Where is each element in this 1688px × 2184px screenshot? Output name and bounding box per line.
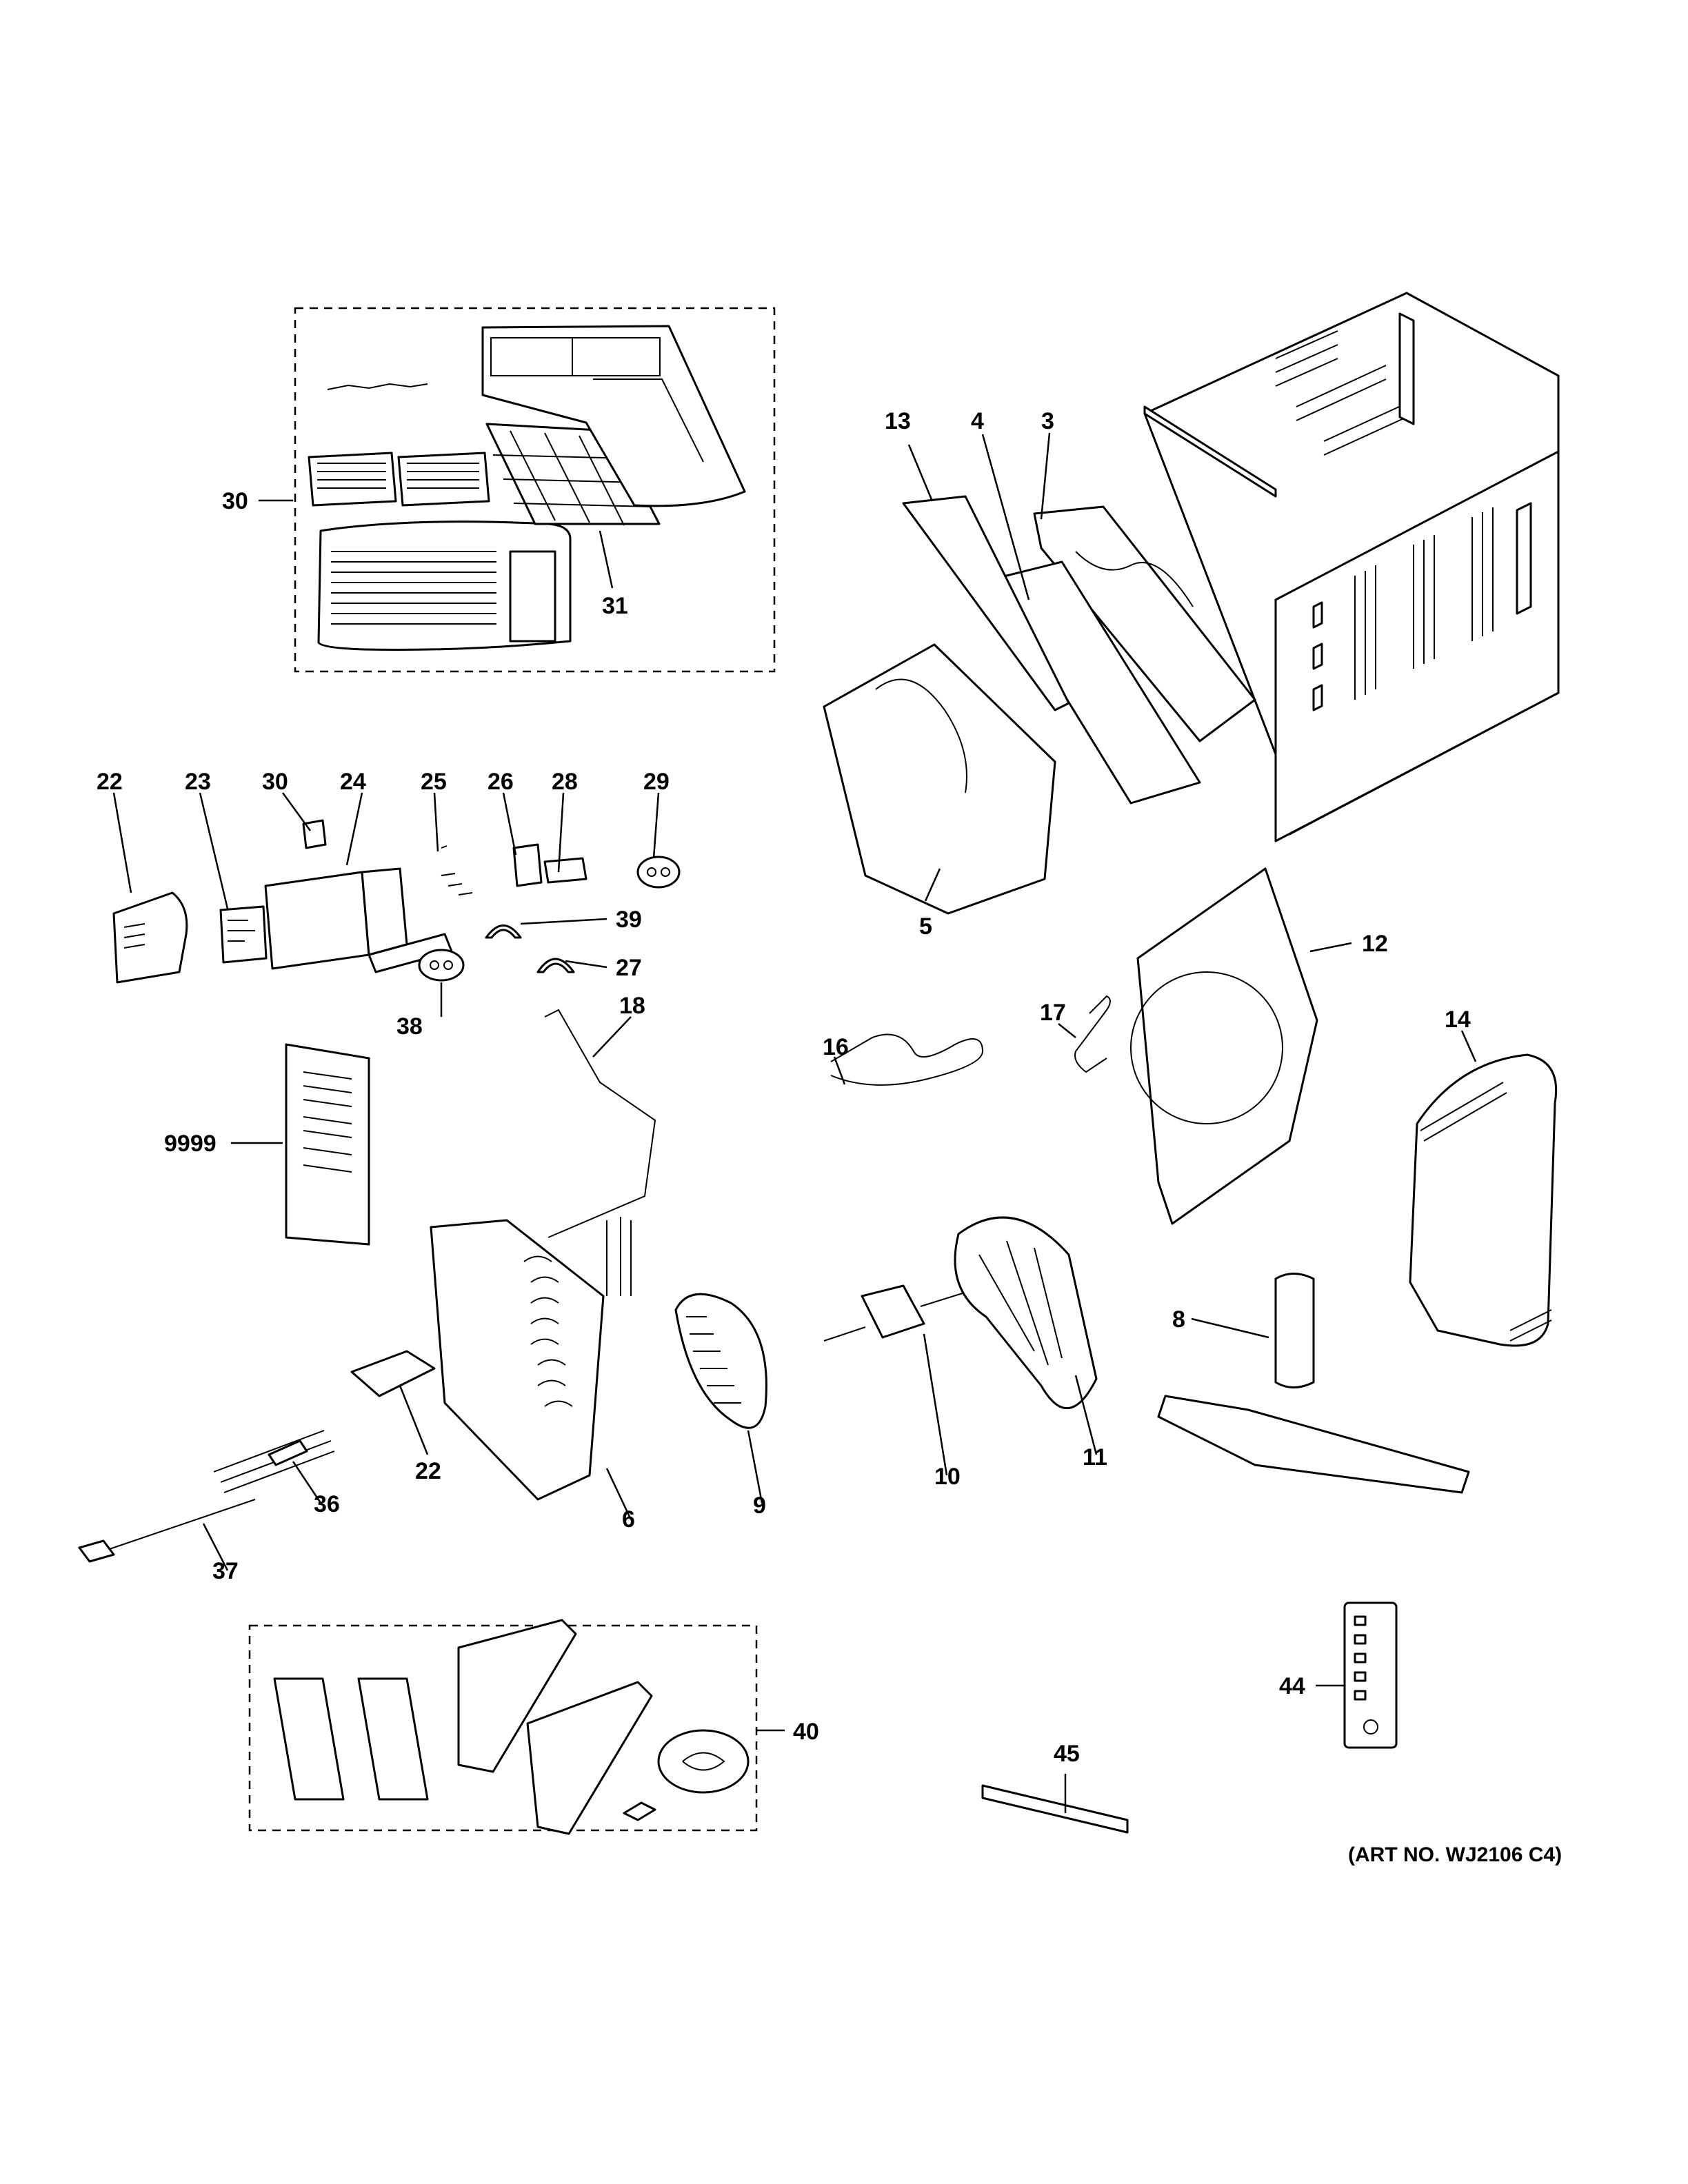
callout-22-sensor: 22 — [415, 1458, 441, 1484]
capacitor-29 — [636, 856, 681, 889]
pcb-board-23 — [219, 905, 268, 964]
callout-27: 27 — [616, 955, 642, 981]
air-filter-right — [397, 452, 490, 507]
shroud-12 — [1130, 867, 1318, 1225]
callout-44: 44 — [1279, 1673, 1305, 1699]
outer-cabinet — [1143, 292, 1560, 842]
heater-36 — [213, 1430, 335, 1493]
partition-4 — [992, 560, 1201, 805]
evaporator-6 — [430, 1217, 632, 1501]
relay-30 — [302, 819, 327, 849]
art-number: (ART NO. WJ2106 C4) — [1348, 1843, 1562, 1866]
callout-16: 16 — [823, 1034, 849, 1060]
callout-28: 28 — [552, 769, 578, 795]
callout-31: 31 — [602, 593, 628, 619]
base-pan-3 — [1033, 505, 1256, 742]
callout-24: 24 — [340, 769, 366, 795]
fan-motor-10 — [823, 1284, 976, 1342]
callout-38: 38 — [396, 1013, 423, 1040]
callout-40: 40 — [793, 1719, 819, 1745]
clamp-27 — [536, 958, 575, 973]
callout-12: 12 — [1362, 931, 1388, 957]
callout-numbers: 30 31 13 4 3 5 22 23 30 24 25 26 28 29 3… — [97, 408, 1562, 1866]
fan-blade-11 — [954, 1216, 1098, 1409]
callout-6: 6 — [622, 1506, 635, 1533]
callout-39: 39 — [616, 907, 642, 933]
clamp-39 — [485, 924, 522, 939]
control-housing-22 — [112, 891, 188, 984]
front-panel-kit-30 — [294, 307, 776, 673]
callout-45: 45 — [1054, 1741, 1080, 1767]
callout-13: 13 — [885, 408, 911, 434]
installation-kit-40 — [248, 1619, 758, 1835]
capacitor-38 — [418, 949, 465, 982]
callout-25: 25 — [421, 769, 447, 795]
callout-9: 9 — [753, 1493, 766, 1519]
rail-45 — [981, 1784, 1129, 1834]
callout-9999: 9999 — [164, 1131, 217, 1157]
gasket-13 — [902, 495, 1070, 711]
control-panel-44 — [1343, 1601, 1398, 1749]
callout-18: 18 — [619, 993, 645, 1019]
callout-36: 36 — [314, 1491, 340, 1517]
tube-18 — [544, 1009, 656, 1238]
base-5 — [823, 643, 1056, 915]
sensor-22 — [350, 1350, 436, 1397]
callout-3: 3 — [1041, 408, 1054, 434]
air-filter-left — [308, 452, 397, 507]
leader-lines — [112, 432, 1477, 1813]
callout-11: 11 — [1083, 1444, 1107, 1470]
callout-29: 29 — [643, 769, 670, 795]
callout-17: 17 — [1040, 1000, 1066, 1026]
callout-10: 10 — [934, 1464, 961, 1490]
callout-30-relay: 30 — [262, 769, 288, 795]
callout-14: 14 — [1445, 1007, 1471, 1033]
screws-25 — [441, 845, 473, 896]
owner-manual-9999 — [285, 1043, 370, 1246]
callout-23: 23 — [185, 769, 211, 795]
condenser-14 — [1409, 1053, 1558, 1347]
front-grille-panel — [317, 520, 572, 651]
bracket-26 — [512, 843, 543, 887]
callout-37: 37 — [212, 1558, 239, 1584]
callout-26: 26 — [488, 769, 514, 795]
callout-22-control: 22 — [97, 769, 123, 795]
tube-16 — [830, 1033, 984, 1086]
tube-17 — [1074, 995, 1111, 1073]
callout-30-front-panel: 30 — [222, 488, 248, 514]
drain-37 — [78, 1499, 256, 1563]
front-case-frame — [481, 325, 746, 507]
control-box-24 — [264, 867, 453, 973]
callout-8: 8 — [1172, 1306, 1185, 1333]
callout-5: 5 — [919, 913, 932, 940]
blower-wheel-9 — [674, 1293, 767, 1429]
compressor-8 — [1157, 1273, 1470, 1494]
terminal-28 — [543, 857, 587, 884]
callout-4: 4 — [971, 408, 984, 434]
